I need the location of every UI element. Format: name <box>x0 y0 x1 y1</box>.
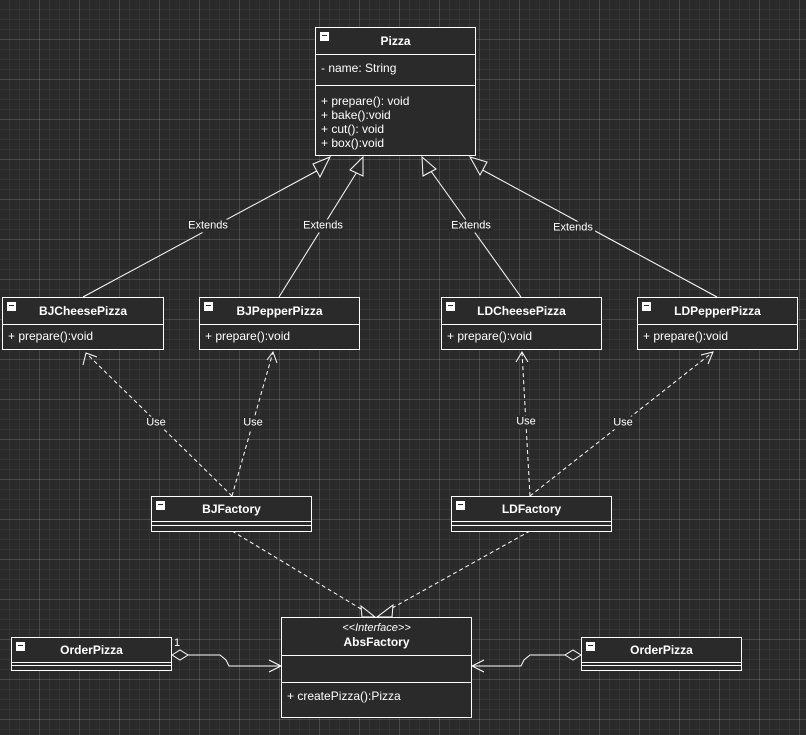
class-ldfactory[interactable]: LDFactory <box>451 496 612 532</box>
operation: + prepare(): void <box>321 94 410 108</box>
attributes-section <box>282 656 471 683</box>
collapse-icon[interactable] <box>7 302 16 311</box>
attributes-section <box>152 522 311 526</box>
operation: + box():void <box>321 136 385 150</box>
class-header: <<Interface>> AbsFactory <box>282 618 471 656</box>
class-name: LDPepperPizza <box>674 304 761 318</box>
operation: + createPizza():Pizza <box>287 689 401 703</box>
class-name: LDCheesePizza <box>477 304 566 318</box>
multiplicity-left: 1 <box>174 637 181 649</box>
use-edge-ldpepper[interactable] <box>529 351 714 497</box>
realization-edge-ldfactory[interactable] <box>384 530 531 613</box>
class-name: LDFactory <box>501 502 562 516</box>
class-orderpizza-right[interactable]: OrderPizza <box>581 637 742 671</box>
use-edge-bjcheese[interactable] <box>85 352 233 497</box>
aggregation-diamond-right <box>564 649 582 661</box>
class-bjcheesepizza[interactable]: BJCheesePizza + prepare():void <box>2 297 164 350</box>
use-label: Use <box>611 416 635 430</box>
operation: + prepare():void <box>447 329 533 343</box>
operations-section: + prepare():void <box>442 325 601 345</box>
aggregation-edge-left[interactable] <box>188 654 281 667</box>
class-header: BJCheesePizza <box>3 298 163 325</box>
use-arrowhead <box>515 351 529 363</box>
operations-section: + prepare():void <box>3 325 163 345</box>
extends-label: Extends <box>449 219 493 233</box>
use-edge-bjpepper[interactable] <box>231 351 274 497</box>
attribute: - name: String <box>321 61 397 75</box>
generalization-arrowhead <box>421 155 437 177</box>
collapse-icon[interactable] <box>320 32 329 41</box>
operation: + bake():void <box>321 108 391 122</box>
class-name: Pizza <box>380 34 411 48</box>
collapse-icon[interactable] <box>204 302 213 311</box>
class-orderpizza-left[interactable]: OrderPizza <box>11 637 172 671</box>
use-label: Use <box>514 415 538 429</box>
attributes-section <box>12 663 171 666</box>
class-ldpepperpizza[interactable]: LDPepperPizza + prepare():void <box>637 297 798 350</box>
operation: + prepare():void <box>643 329 729 343</box>
use-arrowhead <box>82 352 98 366</box>
attributes-section: - name: String <box>316 55 475 86</box>
class-header: BJPepperPizza <box>200 298 359 325</box>
class-header: Pizza <box>316 28 475 55</box>
collapse-icon[interactable] <box>156 501 165 510</box>
class-header: OrderPizza <box>12 638 171 663</box>
collapse-icon[interactable] <box>456 501 465 510</box>
operation: + prepare():void <box>8 329 94 343</box>
aggregation-arrowhead-right <box>470 659 485 673</box>
generalization-arrowhead <box>468 156 488 177</box>
collapse-icon[interactable] <box>16 642 25 651</box>
operations-section: + prepare(): void + bake():void + cut():… <box>316 86 475 152</box>
collapse-icon[interactable] <box>642 302 651 311</box>
realization-arrowhead <box>375 603 394 618</box>
interface-absfactory[interactable]: <<Interface>> AbsFactory + createPizza()… <box>281 617 472 718</box>
aggregation-edge-right[interactable] <box>472 654 565 667</box>
class-pizza[interactable]: Pizza - name: String + prepare(): void +… <box>315 27 476 156</box>
operations-section: + prepare():void <box>200 325 359 345</box>
realization-arrowhead <box>360 604 377 618</box>
class-header: BJFactory <box>152 497 311 522</box>
collapse-icon[interactable] <box>586 642 595 651</box>
aggregation-diamond-left <box>171 649 189 661</box>
attributes-section <box>582 663 741 666</box>
class-header: LDCheesePizza <box>442 298 601 325</box>
extends-label: Extends <box>301 219 345 233</box>
operations-section: + createPizza():Pizza <box>282 683 471 705</box>
realization-edge-bjfactory[interactable] <box>231 530 367 613</box>
class-name: AbsFactory <box>343 635 410 649</box>
extends-label: Extends <box>551 221 595 235</box>
class-header: LDFactory <box>452 497 611 522</box>
class-name: BJFactory <box>202 502 261 516</box>
stereotype-label: <<Interface>> <box>342 622 411 634</box>
generalization-arrowhead <box>312 156 332 179</box>
generalization-arrowhead <box>349 155 364 177</box>
use-arrowhead <box>266 350 278 364</box>
class-bjpepperpizza[interactable]: BJPepperPizza + prepare():void <box>199 297 360 350</box>
class-name: OrderPizza <box>60 643 123 657</box>
use-label: Use <box>241 416 265 430</box>
class-name: BJCheesePizza <box>38 304 128 318</box>
operations-section: + prepare():void <box>638 325 797 345</box>
operation: + prepare():void <box>205 329 291 343</box>
class-ldcheesepizza[interactable]: LDCheesePizza + prepare():void <box>441 297 602 350</box>
extends-edge-ldpepper[interactable] <box>476 166 718 298</box>
class-name: OrderPizza <box>630 643 693 657</box>
attributes-section <box>452 522 611 526</box>
use-label: Use <box>144 416 168 430</box>
class-header: LDPepperPizza <box>638 298 797 325</box>
collapse-icon[interactable] <box>446 302 455 311</box>
use-arrowhead <box>700 351 714 365</box>
class-header: OrderPizza <box>582 638 741 663</box>
extends-label: Extends <box>186 219 230 233</box>
class-bjfactory[interactable]: BJFactory <box>151 496 312 532</box>
operation: + cut(): void <box>321 122 385 136</box>
class-name: BJPepperPizza <box>236 304 323 318</box>
